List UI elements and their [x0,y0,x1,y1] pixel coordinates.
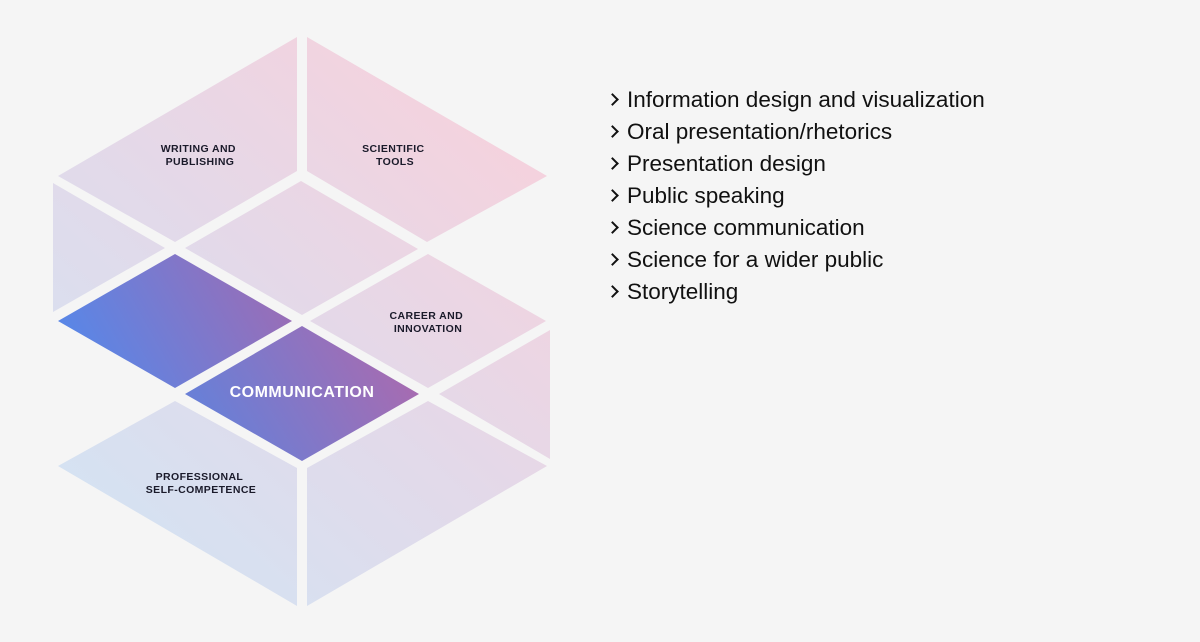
segment-career-and-innovation[interactable] [310,254,546,388]
topic-item: Presentation design [606,148,985,180]
segment-scientific-tools[interactable] [307,37,547,242]
segment-communication[interactable] [185,326,419,461]
topic-label: Information design and visualization [627,87,985,112]
chevron-right-icon [606,156,619,170]
topic-label: Science for a wider public [627,247,884,272]
segment-left-side [53,183,165,312]
segment-right-side [439,330,550,459]
label-career-and-innovation: CAREER AND INNOVATION [390,310,467,335]
segment-writing-and-publishing[interactable] [58,37,297,242]
label-professional-self-competence: PROFESSIONAL SELF-COMPETENCE [146,471,256,496]
topic-label: Storytelling [627,279,739,304]
segment-center-top [185,181,418,315]
segment-bottom-right [307,401,547,606]
topic-label: Science communication [627,215,865,240]
topic-item: Public speaking [606,180,985,212]
chevron-right-icon [606,220,619,234]
label-scientific-tools: SCIENTIFIC TOOLS [362,143,428,168]
chevron-right-icon [606,188,619,202]
topic-label: Oral presentation/rhetorics [627,119,893,144]
chevron-right-icon [606,252,619,266]
chevron-right-icon [606,124,619,138]
segment-blue-left [58,254,292,388]
topic-list: Information design and visualization Ora… [606,84,985,308]
topic-item: Information design and visualization [606,84,985,116]
competence-cube-diagram: WRITING AND PUBLISHING SCIENTIFIC TOOLS … [53,37,550,606]
topic-item: Oral presentation/rhetorics [606,116,985,148]
topic-label: Presentation design [627,151,826,176]
chevron-right-icon [606,92,619,106]
segment-professional-self-competence[interactable] [58,401,297,606]
label-writing-and-publishing: WRITING AND PUBLISHING [161,143,240,168]
chevron-right-icon [606,284,619,298]
label-communication: COMMUNICATION [230,384,375,401]
topic-label: Public speaking [627,183,785,208]
topic-item: Science for a wider public [606,244,985,276]
topic-item: Science communication [606,212,985,244]
topic-item: Storytelling [606,276,985,308]
